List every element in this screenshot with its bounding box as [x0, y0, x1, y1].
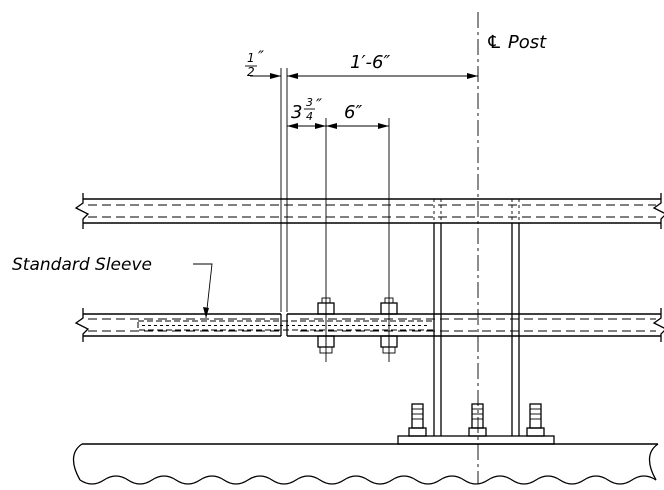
post-left	[433, 199, 442, 436]
base-plate	[397, 435, 555, 445]
bolt-spacing-dimension-text: 6″	[344, 102, 362, 123]
gap-frac-denominator: 2	[247, 65, 255, 79]
anchor-bolt-center	[468, 403, 487, 437]
anchor-bolt-left	[408, 403, 427, 437]
lower-rail	[74, 308, 664, 342]
splice-bolt-1	[317, 297, 335, 354]
gap-dimension: 1 2 ″	[245, 47, 281, 79]
post-centerline-label: ℄ Post	[486, 32, 547, 53]
concrete-base	[72, 443, 659, 485]
upper-rail	[74, 193, 664, 229]
post-offset-dimension-text: 1′-6″	[350, 52, 390, 73]
standard-sleeve-leader	[193, 263, 213, 319]
splice-bolt-2	[380, 297, 398, 354]
post-offset-dimension: 1′-6″	[287, 52, 478, 79]
gap-frac-numerator: 1	[247, 51, 255, 65]
bolt-spacing-dimension: 6″	[326, 102, 389, 129]
post-right	[511, 199, 520, 436]
bolt-offset-dimension: 3 3 4 ″	[287, 95, 326, 129]
standard-sleeve-label: Standard Sleeve	[12, 255, 152, 275]
anchor-bolt-right	[526, 403, 545, 437]
bolt-offset-frac-denominator: 4	[306, 110, 313, 123]
gap-inch-mark: ″	[258, 47, 264, 66]
bolt-offset-whole: 3	[291, 102, 302, 123]
standard-sleeve	[137, 320, 435, 331]
bolt-offset-inch-mark: ″	[316, 95, 322, 114]
bolt-offset-frac-numerator: 3	[306, 96, 313, 109]
